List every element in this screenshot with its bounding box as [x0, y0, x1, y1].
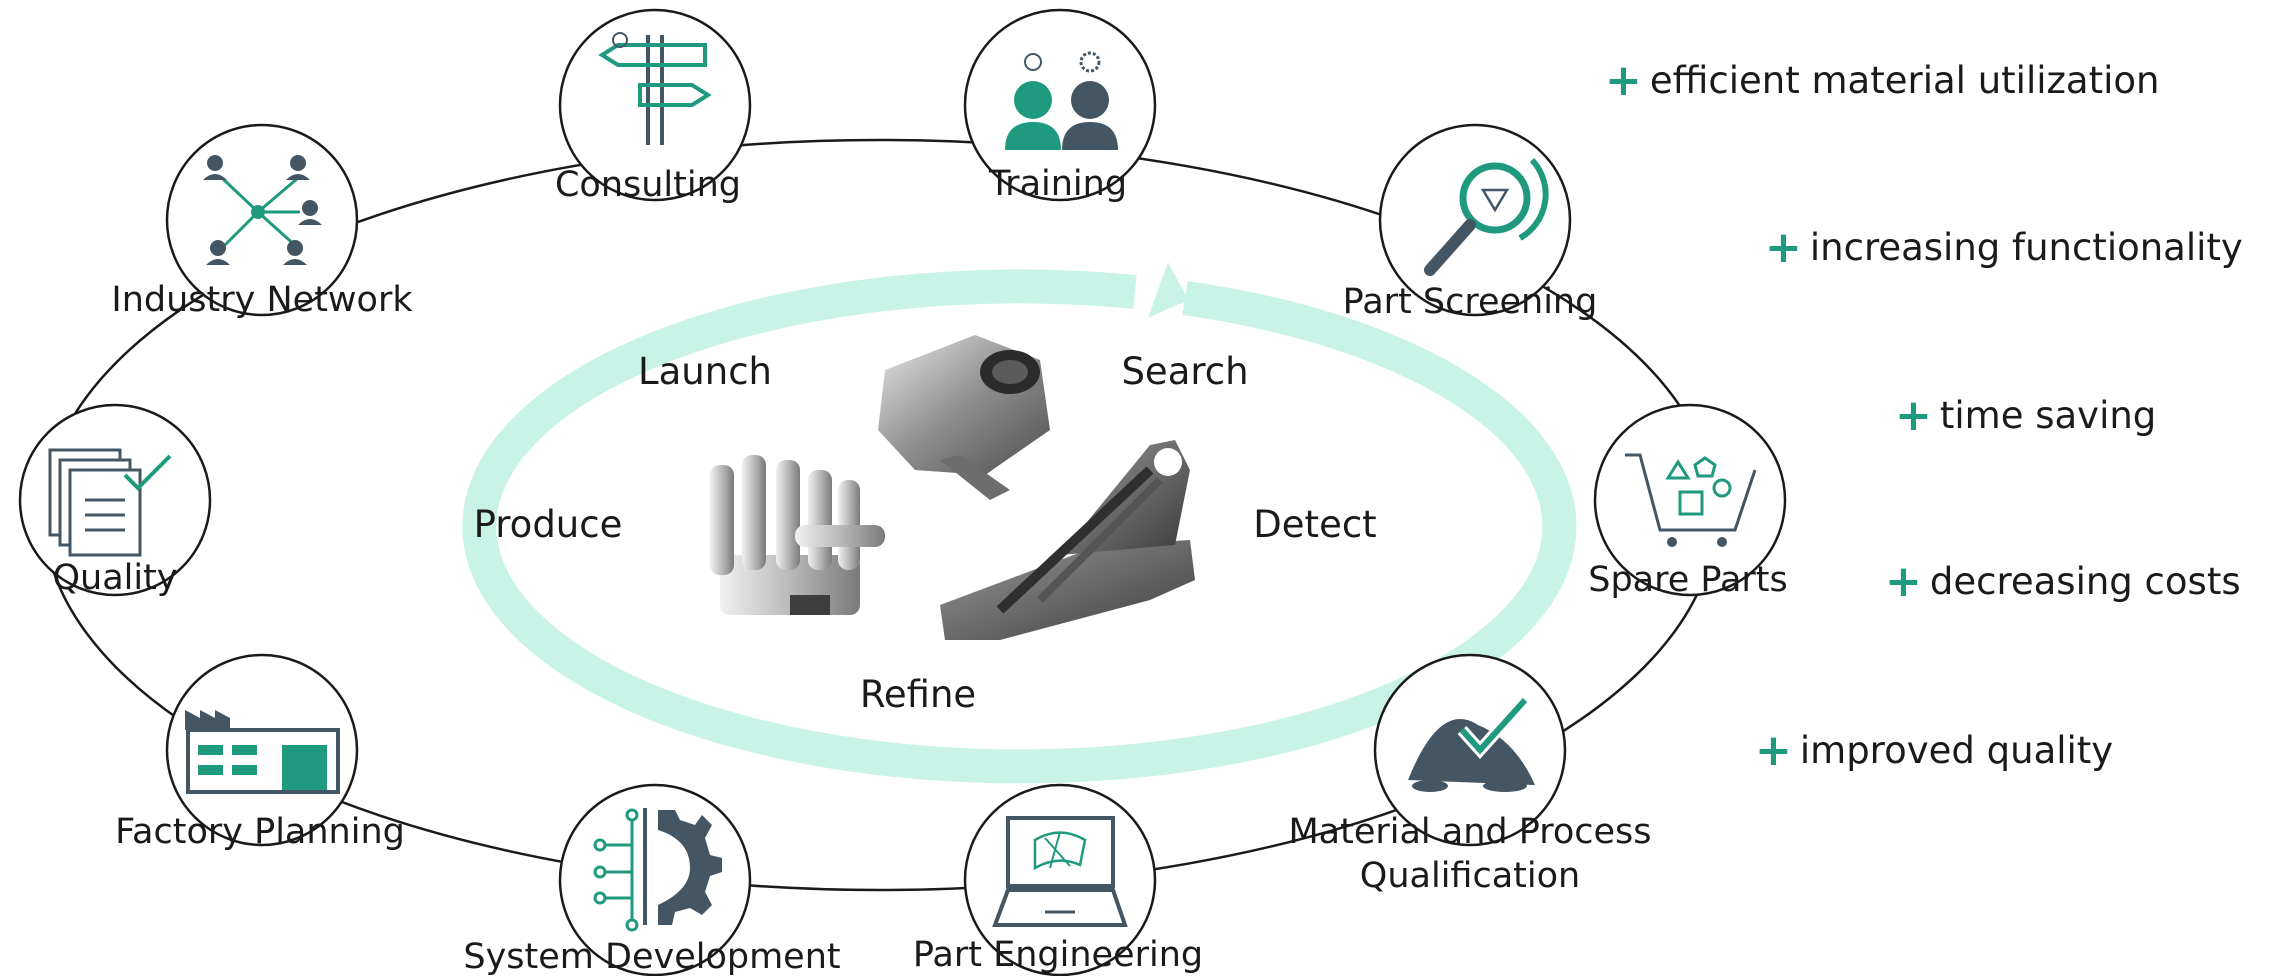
label-part-engineering: Part Engineering	[912, 935, 1204, 975]
checklist-icon	[48, 448, 172, 557]
circuit-gear-icon	[593, 808, 722, 932]
node-part-engineering	[963, 783, 1157, 976]
label-consulting: Consulting	[554, 165, 742, 205]
node-quality	[18, 403, 212, 597]
benefit-text: improved quality	[1799, 729, 2114, 772]
label-training: Training	[988, 164, 1128, 204]
phase-detect: Detect	[1253, 503, 1377, 546]
plus-icon: +	[1895, 390, 1932, 441]
plus-icon: +	[1885, 556, 1922, 607]
phase-produce: Produce	[473, 503, 623, 546]
label-part-screening: Part Screening	[1342, 282, 1598, 322]
benefit-item: +decreasing costs	[1885, 556, 2241, 607]
shopping-cart-icon	[1625, 453, 1757, 547]
node-spare-parts	[1593, 403, 1787, 597]
node-system-development	[558, 783, 752, 976]
label-system-development: System Development	[463, 937, 841, 977]
metal-part-manifold-image	[710, 455, 885, 615]
node-training	[963, 8, 1157, 202]
powder-check-icon	[1408, 695, 1535, 792]
factory-icon	[185, 710, 340, 794]
signpost-icon	[598, 32, 712, 145]
metal-part-bracket-image	[940, 440, 1195, 640]
benefit-text: increasing functionality	[1809, 226, 2243, 269]
metal-part-duct-image	[878, 335, 1050, 500]
label-industry-network: Industry Network	[111, 280, 413, 320]
cycle-arrow	[462, 262, 1577, 784]
node-material-process-qualification	[1373, 653, 1567, 847]
benefit-item: +improved quality	[1755, 725, 2113, 776]
laptop-icon	[992, 816, 1128, 927]
label-material-process-line2: Qualification	[1359, 856, 1581, 896]
node-part-screening	[1378, 123, 1572, 317]
network-icon	[203, 155, 322, 265]
phase-search: Search	[1121, 350, 1249, 393]
node-industry-network	[165, 123, 359, 317]
benefit-text: decreasing costs	[1929, 560, 2241, 603]
magnifier-diamond-icon	[1424, 157, 1549, 276]
benefit-text: time saving	[1939, 394, 2157, 437]
benefit-item: +increasing functionality	[1765, 222, 2243, 273]
plus-icon: +	[1765, 222, 1802, 273]
phase-refine: Refine	[859, 673, 977, 716]
label-factory-planning: Factory Planning	[115, 812, 405, 852]
node-factory-planning	[165, 653, 359, 847]
plus-icon: +	[1605, 55, 1642, 106]
node-consulting	[558, 8, 752, 202]
plus-icon: +	[1755, 725, 1792, 776]
people-icon	[1005, 51, 1118, 150]
benefit-item: +time saving	[1895, 390, 2156, 441]
benefit-item: +efficient material utilization	[1605, 55, 2159, 106]
phase-launch: Launch	[638, 350, 772, 393]
benefit-text: efficient material utilization	[1649, 59, 2160, 102]
label-material-process-line1: Material and Process	[1288, 812, 1652, 852]
label-spare-parts: Spare Parts	[1588, 560, 1788, 600]
label-quality: Quality	[52, 558, 178, 598]
